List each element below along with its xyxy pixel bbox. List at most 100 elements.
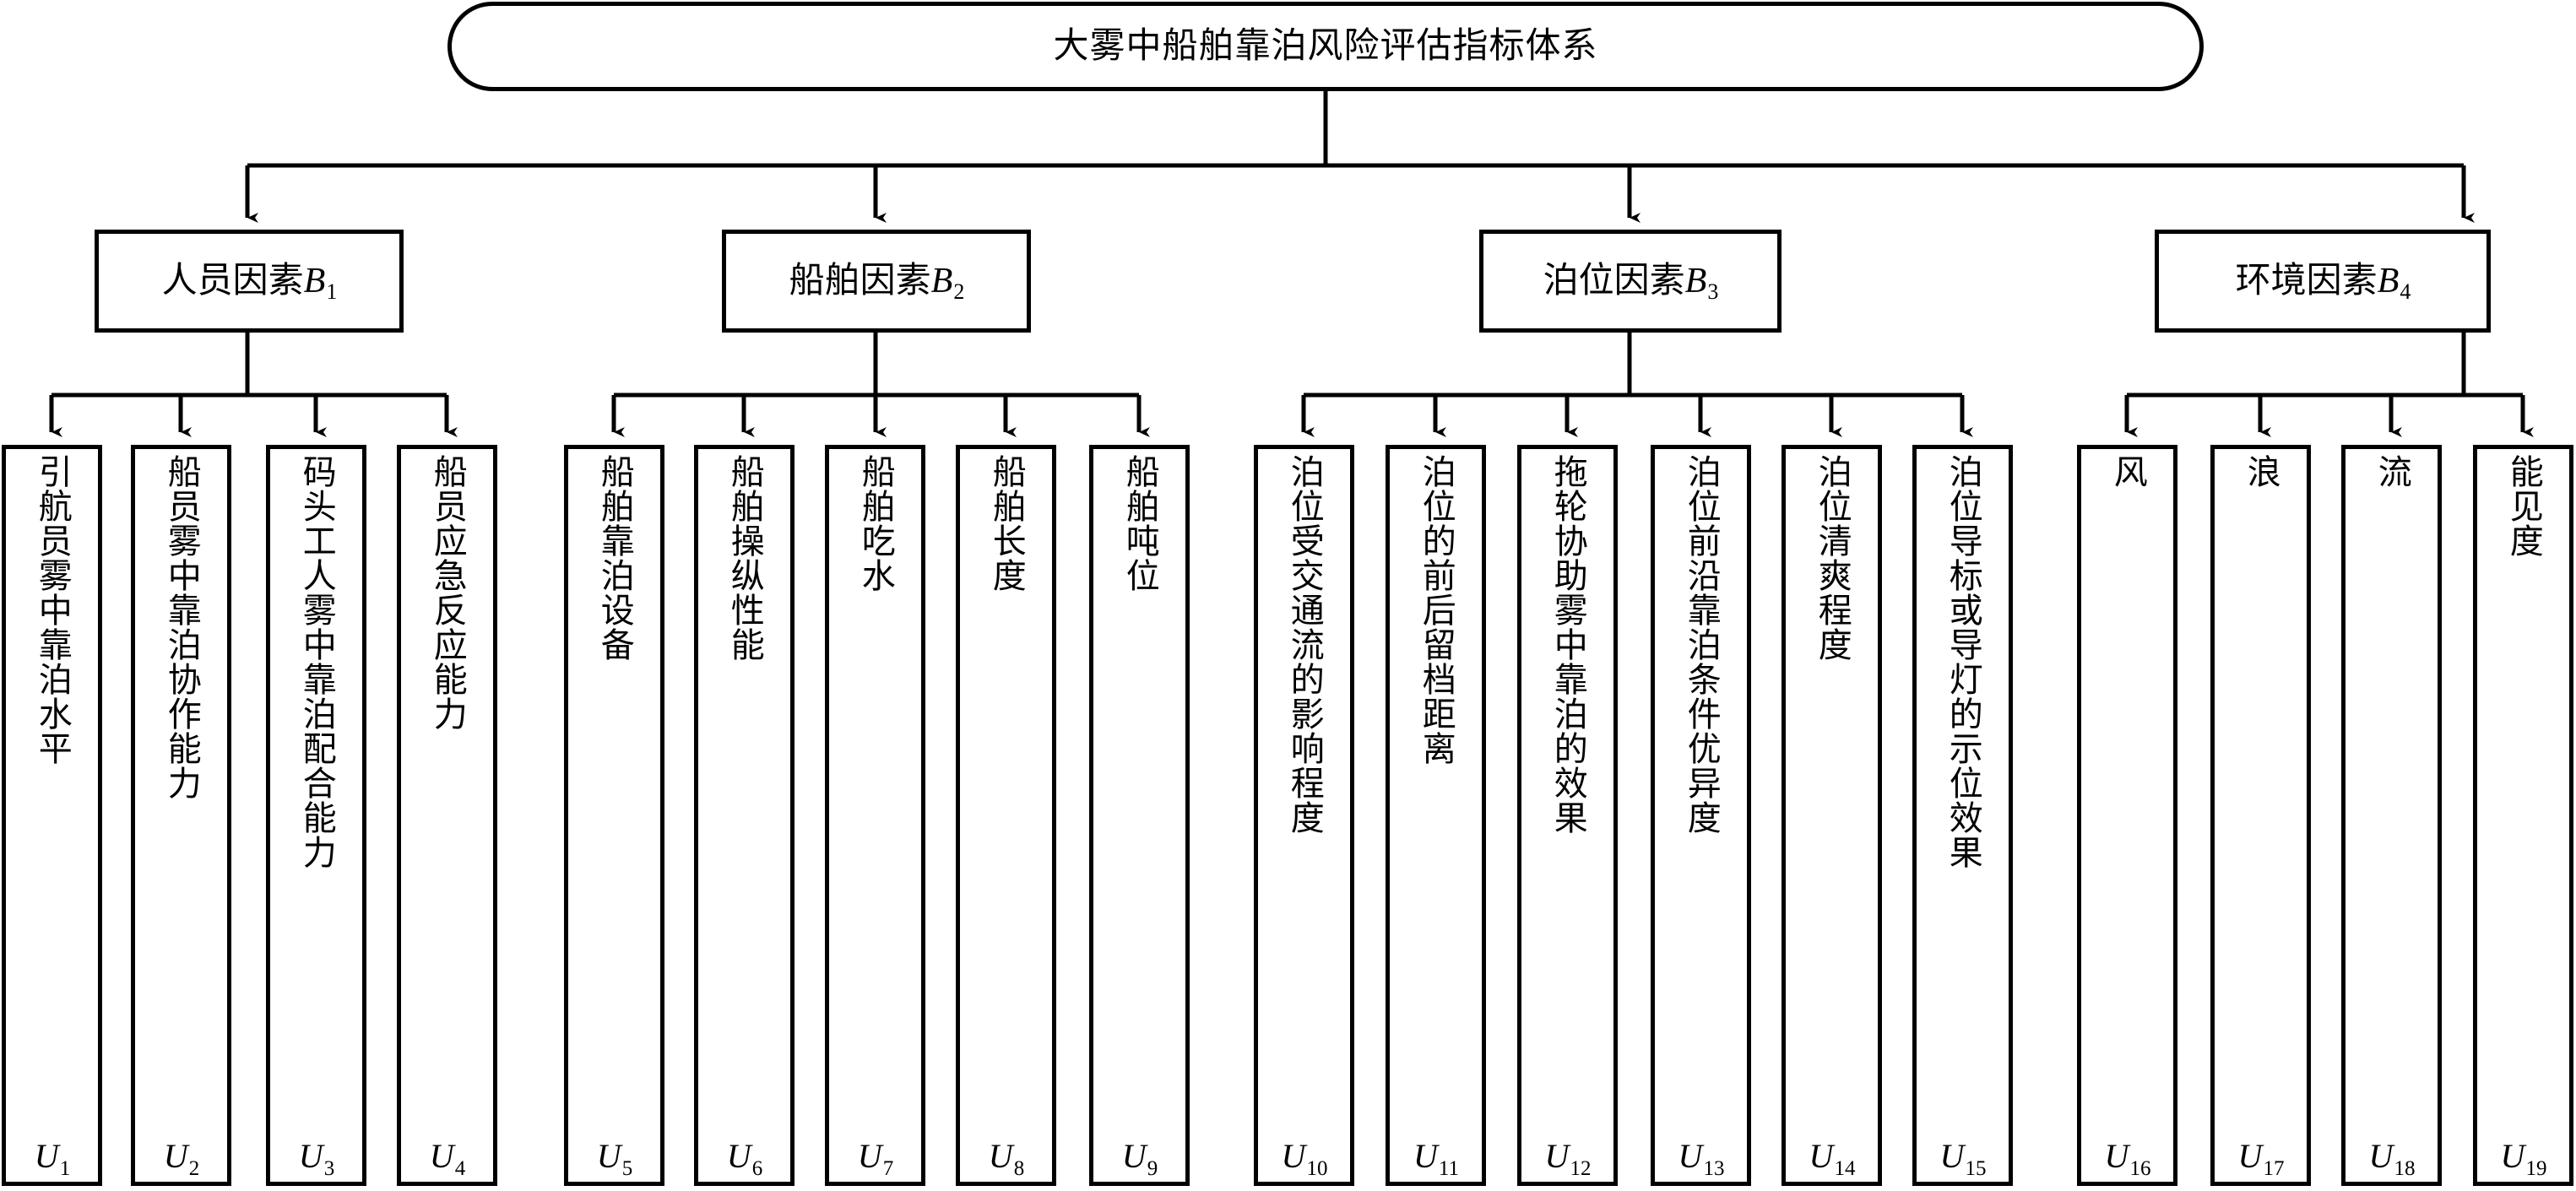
criteria-node-b2[interactable]: 船舶因素B2	[722, 230, 1031, 333]
criteria-node-b3[interactable]: 泊位因素B3	[1479, 230, 1782, 333]
criteria-b1-text: 人员因素	[161, 262, 304, 300]
indicator-u6-code: U6	[726, 1137, 762, 1180]
indicator-u17-index: 17	[2263, 1157, 2285, 1180]
indicator-node-u19[interactable]: 能见度 U19	[2473, 445, 2573, 1186]
indicator-u6-symbol: U	[726, 1137, 751, 1175]
criteria-node-b3-label: 泊位因素B3	[1543, 262, 1719, 303]
indicator-u16-symbol: U	[2104, 1137, 2129, 1175]
indicator-u7-symbol: U	[857, 1137, 882, 1175]
indicator-u12-index: 12	[1570, 1157, 1592, 1180]
indicator-u3-symbol: U	[298, 1137, 323, 1175]
indicator-node-u14[interactable]: 泊位清爽程度 U14	[1782, 445, 1882, 1186]
indicator-node-u10[interactable]: 泊位受交通流的影响程度 U10	[1254, 445, 1354, 1186]
criteria-b1-code: B	[303, 262, 326, 300]
indicator-u9-index: 9	[1147, 1157, 1158, 1180]
indicator-u10-index: 10	[1306, 1157, 1328, 1180]
indicator-u11-text: 泊位的前后留档距离	[1417, 454, 1456, 766]
indicator-u18-symbol: U	[2368, 1137, 2394, 1175]
indicator-u3-text: 码头工人雾中靠泊配合能力	[297, 454, 336, 869]
indicator-u3-code: U3	[298, 1137, 334, 1180]
root-node-label: 大雾中船舶靠泊风险评估指标体系	[1053, 27, 1598, 66]
indicator-u14-code: U14	[1809, 1137, 1856, 1180]
indicator-u14-symbol: U	[1809, 1137, 1834, 1175]
indicator-u14-index: 14	[1834, 1157, 1856, 1180]
indicator-u8-symbol: U	[988, 1137, 1013, 1175]
criteria-b3-code: B	[1684, 262, 1707, 300]
indicator-node-u7[interactable]: 船舶吃水 U7	[825, 445, 925, 1186]
indicator-u10-symbol: U	[1281, 1137, 1306, 1175]
indicator-u6-text: 船舶操纵性能	[725, 454, 764, 662]
indicator-u15-text: 泊位导标或导灯的示位效果	[1944, 454, 1982, 869]
indicator-u16-text: 风	[2108, 454, 2147, 489]
indicator-u11-index: 11	[1438, 1157, 1459, 1180]
indicator-u13-symbol: U	[1678, 1137, 1703, 1175]
indicator-u13-code: U13	[1678, 1137, 1725, 1180]
criteria-node-b2-label: 船舶因素B2	[789, 262, 965, 303]
indicator-u8-code: U8	[988, 1137, 1024, 1180]
criteria-b3-index: 3	[1707, 279, 1719, 304]
indicator-u9-symbol: U	[1121, 1137, 1147, 1175]
indicator-u18-text: 流	[2373, 454, 2411, 489]
indicator-node-u1[interactable]: 引航员雾中靠泊水平 U1	[2, 445, 102, 1186]
indicator-u17-text: 浪	[2242, 454, 2280, 489]
indicator-u16-index: 16	[2129, 1157, 2151, 1180]
indicator-u2-code: U2	[163, 1137, 199, 1180]
criteria-node-b1[interactable]: 人员因素B1	[95, 230, 404, 333]
indicator-u4-text: 船员应急反应能力	[428, 454, 467, 731]
indicator-node-u2[interactable]: 船员雾中靠泊协作能力 U2	[131, 445, 231, 1186]
criteria-node-b1-label: 人员因素B1	[161, 262, 338, 303]
indicator-u3-index: 3	[323, 1157, 335, 1180]
indicator-u7-code: U7	[857, 1137, 893, 1180]
indicator-u14-text: 泊位清爽程度	[1813, 454, 1852, 662]
indicator-u15-symbol: U	[1939, 1137, 1965, 1175]
criteria-b2-text: 船舶因素	[789, 262, 931, 300]
indicator-u5-text: 船舶靠泊设备	[595, 454, 634, 662]
indicator-u11-code: U11	[1413, 1137, 1459, 1180]
indicator-node-u11[interactable]: 泊位的前后留档距离 U11	[1386, 445, 1486, 1186]
indicator-u10-code: U10	[1281, 1137, 1328, 1180]
indicator-node-u13[interactable]: 泊位前沿靠泊条件优异度 U13	[1651, 445, 1751, 1186]
indicator-u17-symbol: U	[2237, 1137, 2263, 1175]
indicator-node-u18[interactable]: 流 U18	[2341, 445, 2442, 1186]
criteria-b4-text: 环境因素	[2235, 262, 2378, 300]
criteria-node-b4[interactable]: 环境因素B4	[2155, 230, 2491, 333]
indicator-u4-index: 4	[454, 1157, 466, 1180]
indicator-u7-index: 7	[882, 1157, 894, 1180]
indicator-u2-text: 船员雾中靠泊协作能力	[162, 454, 201, 800]
indicator-node-u3[interactable]: 码头工人雾中靠泊配合能力 U3	[266, 445, 366, 1186]
indicator-u17-code: U17	[2237, 1137, 2285, 1180]
indicator-node-u15[interactable]: 泊位导标或导灯的示位效果 U15	[1912, 445, 2013, 1186]
indicator-u16-code: U16	[2104, 1137, 2151, 1180]
indicator-u19-index: 19	[2525, 1157, 2547, 1180]
criteria-b2-code: B	[930, 262, 953, 300]
indicator-node-u16[interactable]: 风 U16	[2077, 445, 2177, 1186]
criteria-b2-index: 2	[953, 279, 965, 304]
indicator-u5-symbol: U	[596, 1137, 621, 1175]
indicator-u19-code: U19	[2501, 1140, 2547, 1180]
indicator-u12-code: U12	[1544, 1137, 1592, 1180]
indicator-node-u5[interactable]: 船舶靠泊设备 U5	[564, 445, 664, 1186]
root-node[interactable]: 大雾中船舶靠泊风险评估指标体系	[447, 2, 2204, 91]
indicator-node-u12[interactable]: 拖轮协助雾中靠泊的效果 U12	[1517, 445, 1618, 1186]
indicator-u15-code: U15	[1939, 1137, 1987, 1180]
indicator-u19-text: 能见度	[2504, 454, 2543, 558]
indicator-node-u17[interactable]: 浪 U17	[2210, 445, 2311, 1186]
indicator-node-u9[interactable]: 船舶吨位 U9	[1089, 445, 1190, 1186]
indicator-u12-symbol: U	[1544, 1137, 1570, 1175]
indicator-u2-symbol: U	[163, 1137, 188, 1175]
indicator-u1-index: 1	[59, 1157, 71, 1180]
criteria-b4-code: B	[2377, 262, 2400, 300]
criteria-b4-index: 4	[2400, 279, 2411, 304]
indicator-u13-index: 13	[1703, 1157, 1725, 1180]
indicator-node-u8[interactable]: 船舶长度 U8	[956, 445, 1056, 1186]
criteria-node-b4-label: 环境因素B4	[2235, 262, 2411, 303]
indicator-node-u6[interactable]: 船舶操纵性能 U6	[694, 445, 794, 1186]
indicator-u2-index: 2	[188, 1157, 200, 1180]
indicator-u8-index: 8	[1013, 1157, 1025, 1180]
indicator-u15-index: 15	[1965, 1157, 1987, 1180]
indicator-u5-index: 5	[621, 1157, 633, 1180]
indicator-u10-text: 泊位受交通流的影响程度	[1285, 454, 1324, 835]
indicator-u11-symbol: U	[1413, 1137, 1438, 1175]
indicator-node-u4[interactable]: 船员应急反应能力 U4	[397, 445, 497, 1186]
criteria-b1-index: 1	[326, 279, 338, 304]
